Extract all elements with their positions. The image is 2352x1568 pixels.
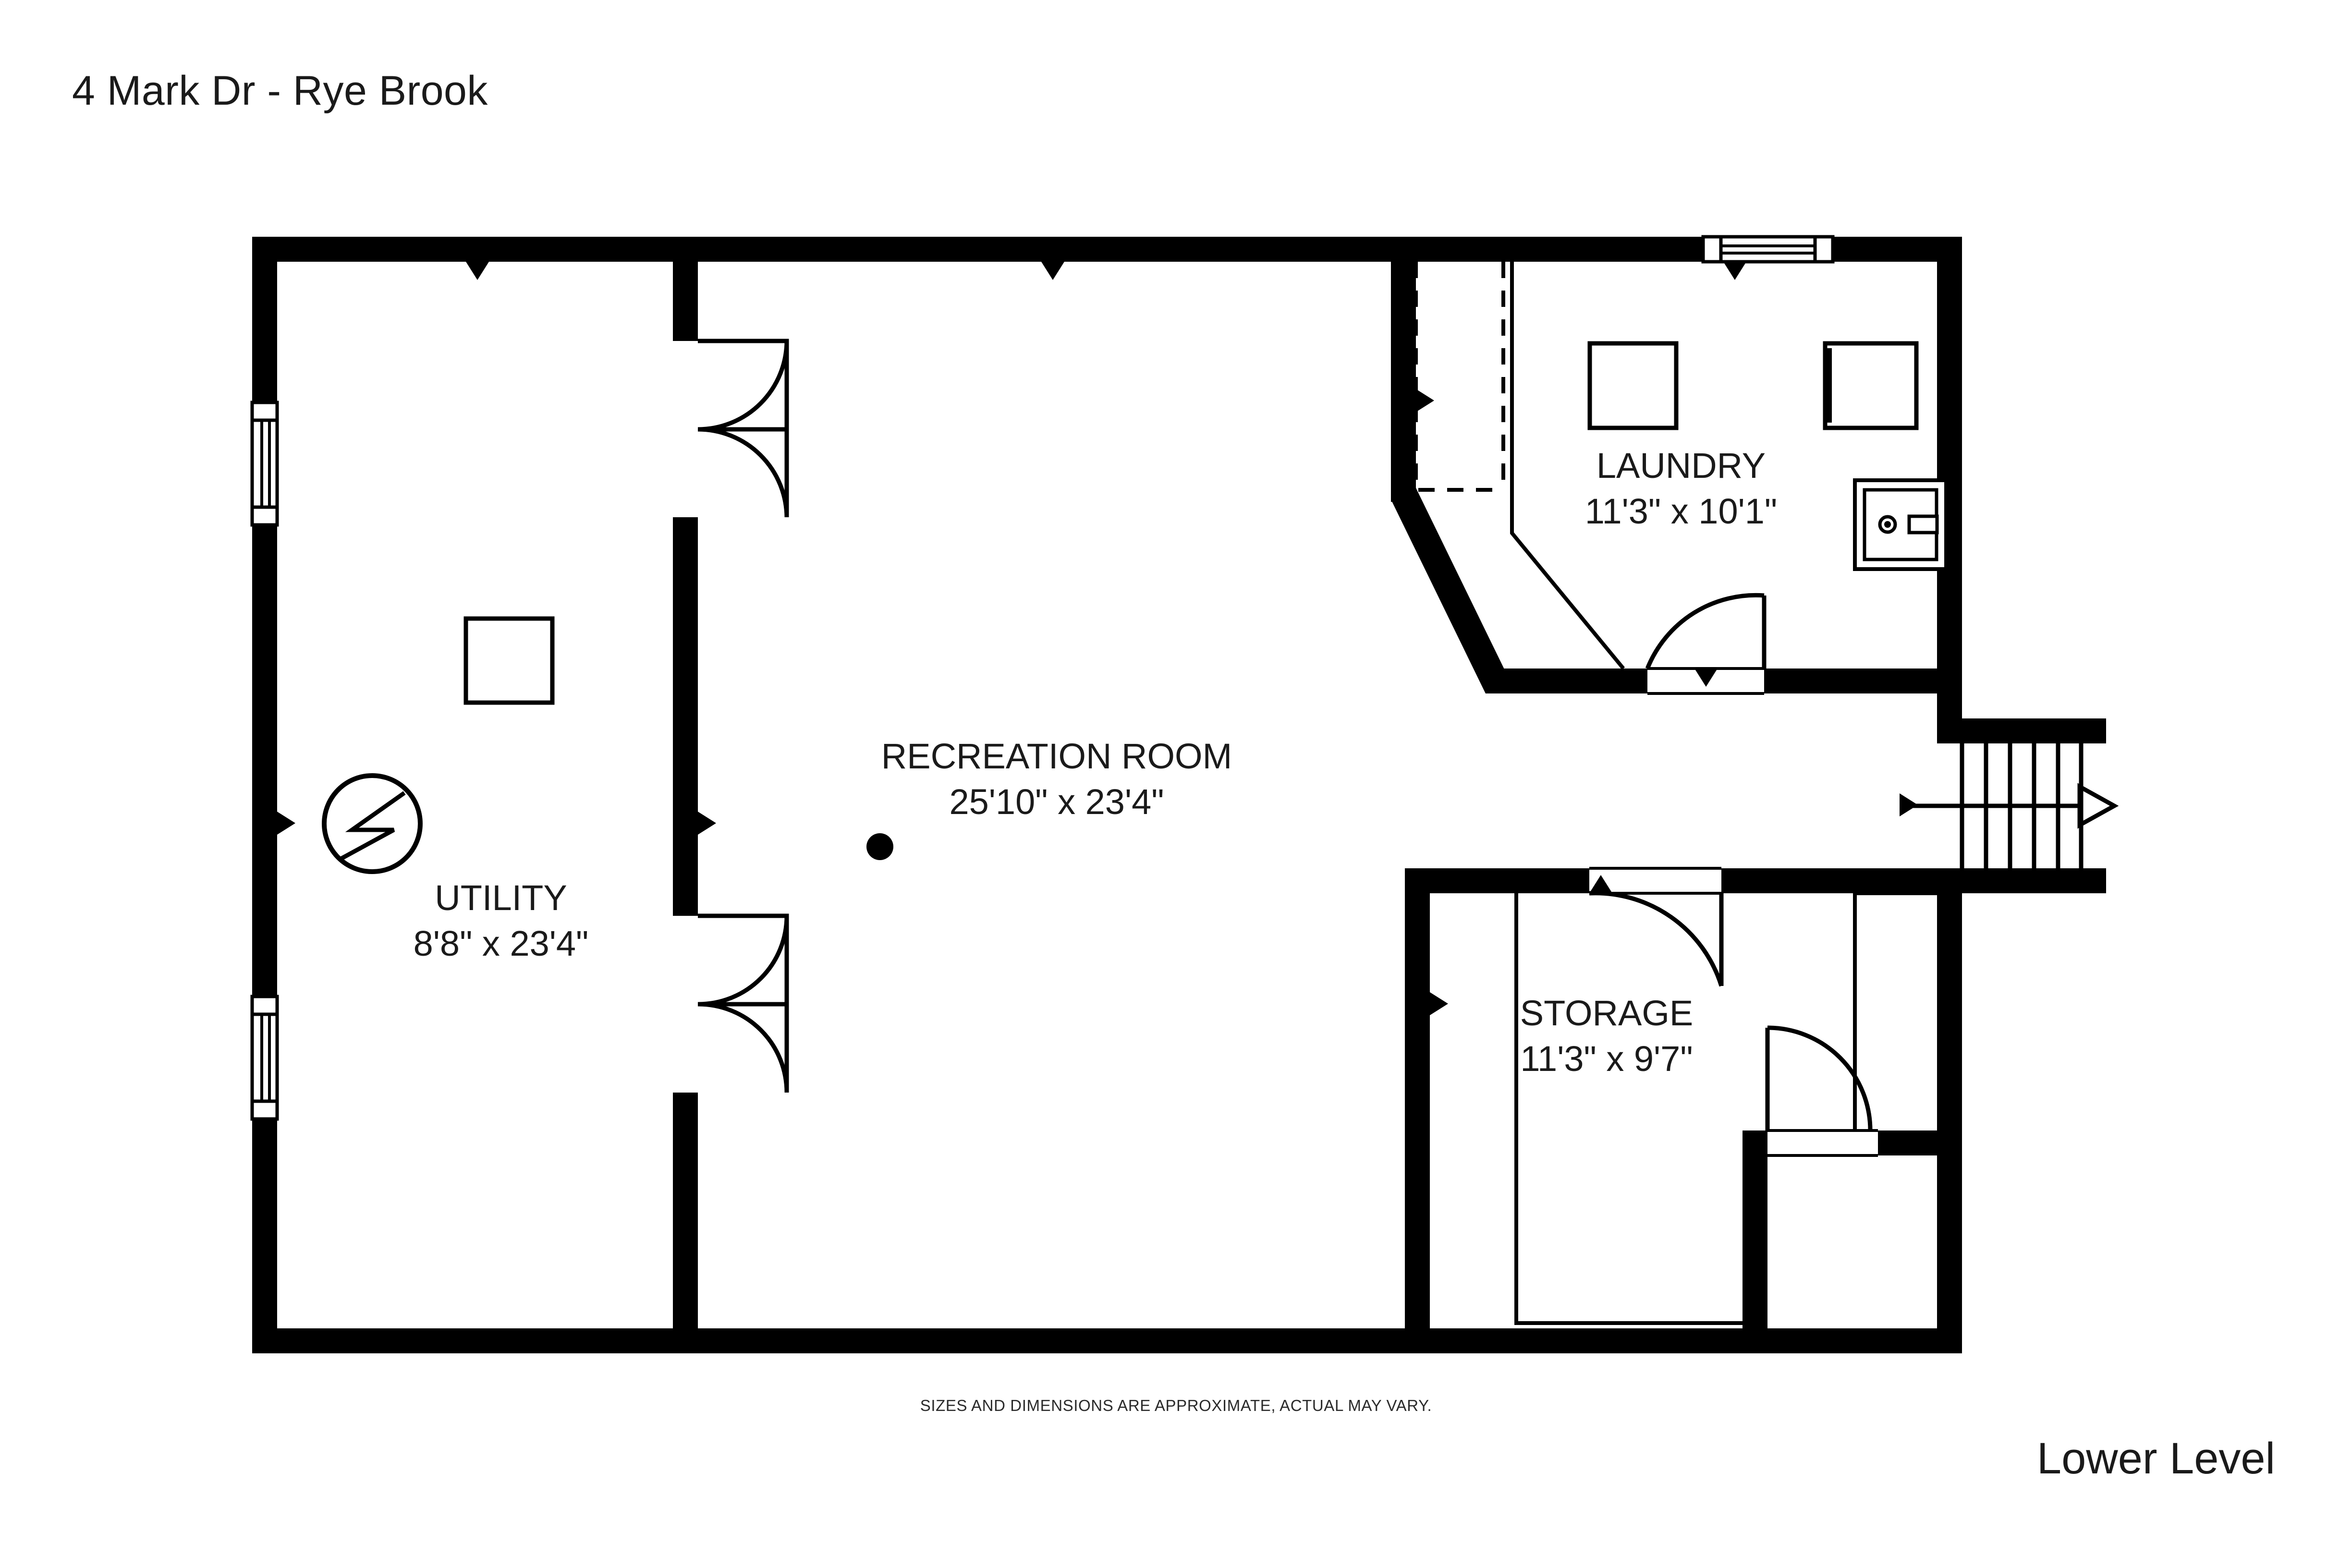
disclaimer-text: SIZES AND DIMENSIONS ARE APPROXIMATE, AC…: [920, 1397, 1432, 1414]
door-utility-upper-bifold: [673, 339, 789, 518]
window-utility-south: [250, 995, 279, 1121]
view-direction-markers: [277, 262, 1955, 1347]
dryer-appliance: [1823, 341, 1919, 430]
furnace-appliance: [463, 616, 555, 705]
page-title: 4 Mark Dr - Rye Brook: [72, 68, 488, 114]
staircase: [1913, 743, 2119, 868]
level-label: Lower Level: [2036, 1434, 2275, 1483]
door-utility-lower-bifold: [673, 913, 789, 1093]
support-column-dot: [866, 833, 893, 860]
room-label-laundry-name: LAUNDRY: [1596, 446, 1766, 486]
room-label-recreation-room-dimensions: 25'10" x 23'4": [950, 782, 1164, 822]
laundry-inner-outline: [1510, 262, 1625, 670]
window-laundry-north: [1701, 235, 1835, 264]
utility-sink-fixture: [1853, 478, 1948, 571]
storage-inner-outline: [1514, 891, 1937, 1325]
room-label-utility-name: UTILITY: [435, 878, 567, 918]
stairs-up-arrow: [1913, 783, 2119, 829]
chimney-shaft: [1414, 262, 1505, 492]
door-storage-north: [1589, 867, 1724, 987]
window-utility-north: [250, 401, 279, 527]
room-label-utility-dimensions: 8'8" x 23'4": [414, 924, 589, 963]
door-laundry: [1645, 593, 1767, 695]
room-label-laundry-dimensions: 11'3" x 10'1": [1585, 491, 1777, 531]
room-labels: UTILITY 8'8" x 23'4" RECREATION ROOM 25'…: [414, 446, 1778, 1079]
room-label-recreation-room-name: RECREATION ROOM: [881, 736, 1232, 776]
interior-walls: [673, 262, 1962, 1353]
washer-appliance: [1587, 341, 1679, 430]
electrical-panel-bolt-icon: [322, 773, 423, 874]
room-label-storage-dimensions: 11'3" x 9'7": [1520, 1039, 1693, 1079]
door-storage-east: [1765, 1025, 1878, 1157]
room-label-storage-name: STORAGE: [1520, 993, 1694, 1033]
